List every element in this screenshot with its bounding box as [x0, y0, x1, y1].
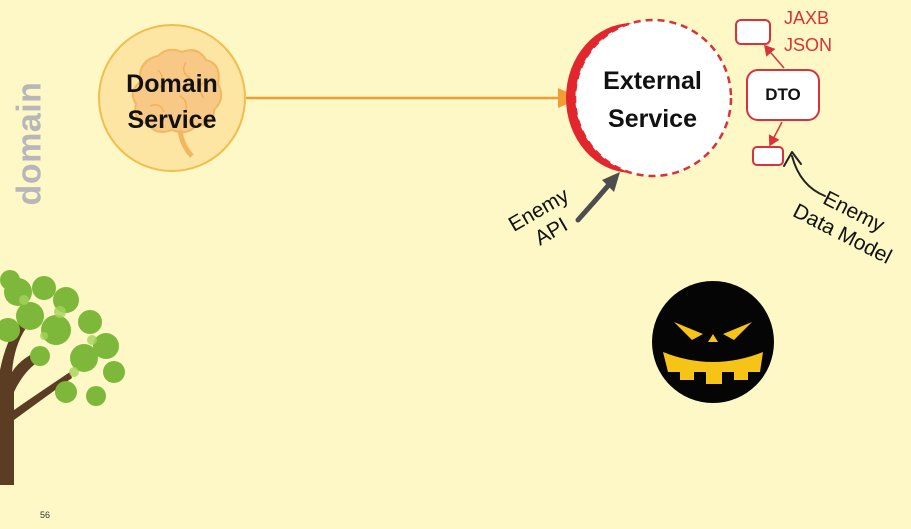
external-service-line1: External: [603, 67, 702, 95]
external-service-label: External Service: [585, 62, 720, 138]
external-service-line2: Service: [608, 105, 697, 133]
jack-o-lantern-icon: [652, 281, 774, 403]
format-label-jaxb: JAXB: [784, 8, 830, 28]
external-service-node: [566, 18, 733, 178]
data-model-box-bottom: [752, 146, 784, 166]
enemy-crescent-icon: [566, 23, 632, 173]
dto-box: DTO: [746, 69, 820, 121]
enemy-model-pointer-arrow: [783, 151, 826, 197]
domain-service-label: Domain Service: [100, 66, 244, 138]
format-labels: JAXB JSON: [784, 5, 832, 59]
page-number: 56: [40, 510, 51, 520]
format-label-json: JSON: [784, 35, 833, 55]
enemy-api-pointer-arrow: [575, 172, 620, 223]
domain-service-node: Domain Service: [98, 24, 246, 172]
tree-icon: [0, 270, 125, 485]
domain-service-line1: Domain: [126, 70, 218, 98]
serialized-format-box-top: [735, 19, 771, 45]
dto-to-bottom-arrow: [768, 121, 783, 147]
dto-to-top-arrow: [764, 44, 785, 69]
domain-service-line2: Service: [127, 106, 217, 134]
brain-icon: [131, 48, 223, 158]
